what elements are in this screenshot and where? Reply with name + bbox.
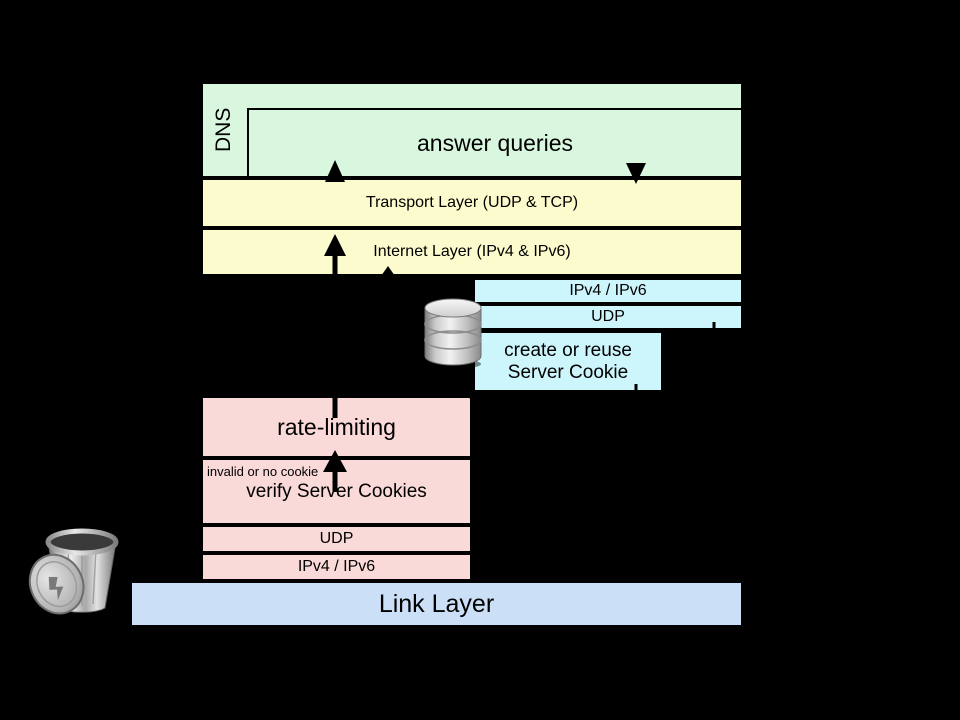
create-reuse-server-cookie-box: create or reuse Server Cookie xyxy=(473,331,663,392)
ratelimit-ip-box: IPv4 / IPv6 xyxy=(201,553,472,581)
database-icon xyxy=(424,298,482,369)
trash-can-icon xyxy=(28,528,120,621)
internet-layer-box: Internet Layer (IPv4 & IPv6) xyxy=(201,228,743,276)
cookie-udp-box: UDP xyxy=(473,304,743,330)
answer-queries-box: answer queries xyxy=(247,108,743,178)
link-layer-box: Link Layer xyxy=(130,581,743,627)
transport-layer-box: Transport Layer (UDP & TCP) xyxy=(201,178,743,228)
dns-group-label: DNS xyxy=(211,107,235,153)
rate-limiting-box: rate-limiting xyxy=(201,396,472,458)
ratelimit-udp-box: UDP xyxy=(201,525,472,553)
cookie-ip-box: IPv4 / IPv6 xyxy=(473,278,743,304)
invalid-or-no-cookie-label: invalid or no cookie xyxy=(207,464,319,479)
